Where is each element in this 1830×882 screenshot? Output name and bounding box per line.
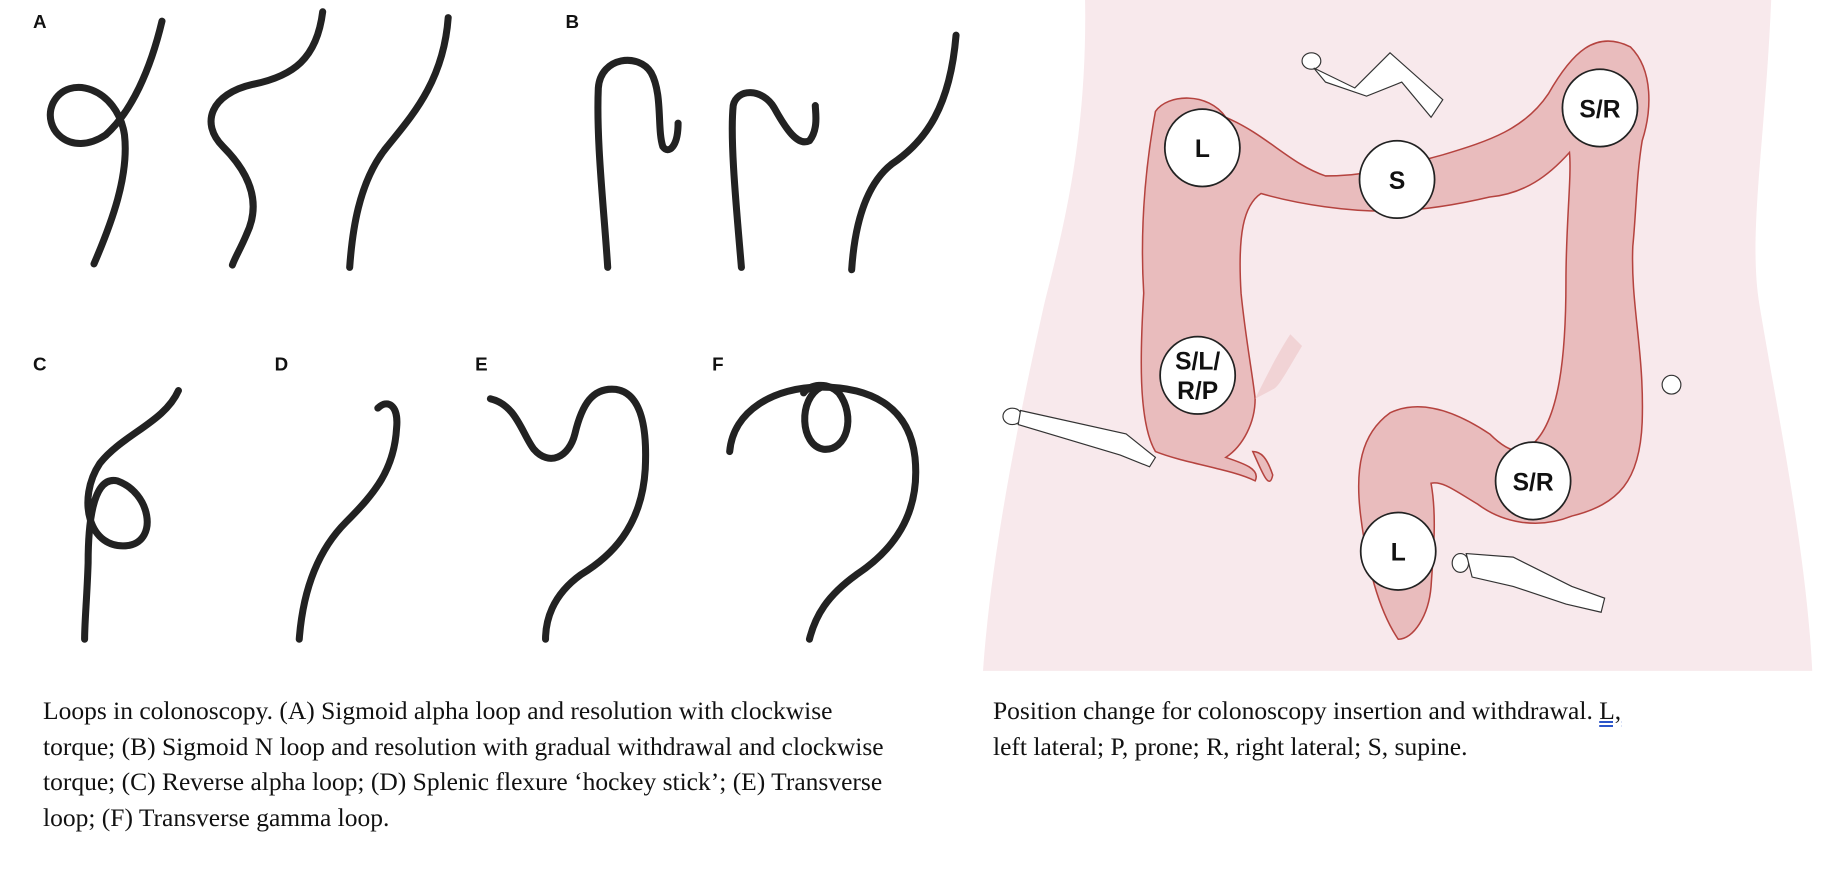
reverse-alpha-loop-diagram [81, 387, 182, 643]
alpha-loop-diagram [46, 8, 452, 271]
svg-text:S/R: S/R [1513, 469, 1554, 496]
svg-text:S: S [1389, 168, 1405, 195]
position-marker-splenic: S/R [1561, 68, 1639, 148]
patient-figure-left-lateral [1002, 407, 1157, 468]
gamma-loop-diagram [726, 381, 920, 643]
svg-text:L: L [1195, 136, 1210, 163]
caption-main: Position change for colonoscopy insertio… [993, 696, 1593, 725]
patient-figure-prone [1662, 375, 1682, 395]
panel-label-d: D [275, 354, 289, 375]
patient-figure-supine [1301, 51, 1444, 119]
panel-label-e: E [475, 354, 488, 375]
patient-figure-right-lateral [1451, 552, 1606, 613]
hockey-stick-diagram [295, 400, 401, 643]
n-loop-diagram [594, 31, 960, 274]
svg-text:R/P: R/P [1177, 378, 1218, 405]
position-marker-hepatic: L [1163, 108, 1241, 188]
loops-figure-caption: Loops in colonoscopy. (A) Sigmoid alpha … [43, 696, 884, 832]
abbreviation-link[interactable]: L, [1599, 696, 1622, 725]
panel-label-b: B [565, 11, 579, 32]
position-marker-descending: S/R [1494, 441, 1572, 521]
svg-text:S/R: S/R [1579, 96, 1620, 123]
transverse-loop-diagram [486, 385, 650, 643]
panel-label-c: C [33, 354, 47, 375]
position-marker-transverse: S [1358, 139, 1436, 220]
panel-label-f: F [712, 354, 723, 375]
position-figure-caption: Position change for colonoscopy insertio… [993, 693, 1813, 764]
panel-label-a: A [33, 11, 47, 32]
position-marker-sigmoid: L [1359, 511, 1437, 591]
svg-text:L: L [1391, 540, 1406, 567]
svg-text:S/L/: S/L/ [1175, 348, 1220, 375]
caption-rest: left lateral; P, prone; R, right lateral… [993, 731, 1468, 761]
position-marker-cecum: S/L/ R/P [1159, 335, 1237, 415]
